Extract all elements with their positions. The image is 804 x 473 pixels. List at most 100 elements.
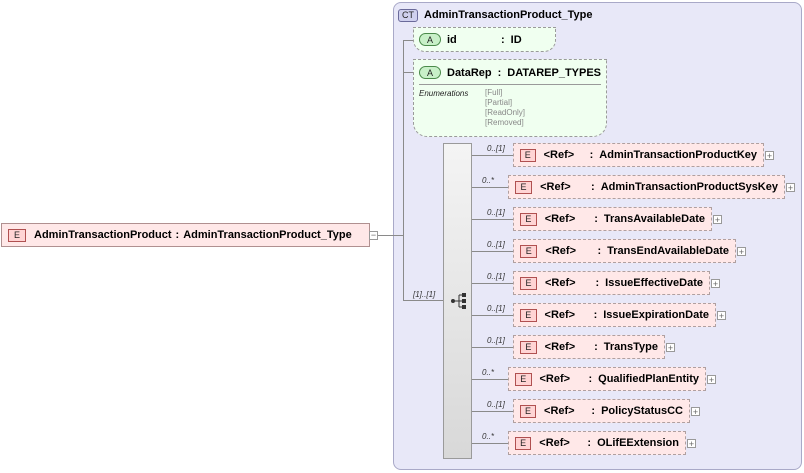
expand-icon[interactable]: +	[717, 311, 726, 321]
element-name: OLifEExtension	[597, 437, 679, 449]
element-cardinality: 0..[1]	[487, 208, 505, 217]
attribute-type: DATAREP_TYPES	[507, 66, 602, 79]
connector-line	[403, 40, 404, 300]
child-element[interactable]: E<Ref>:TransEndAvailableDate	[513, 239, 736, 263]
expand-icon[interactable]: +	[713, 215, 722, 225]
sequence-compositor[interactable]	[443, 143, 472, 459]
element-cardinality: 0..[1]	[487, 144, 505, 153]
child-element[interactable]: E<Ref>:AdminTransactionProductSysKey	[508, 175, 785, 199]
element-badge: E	[515, 372, 532, 386]
element-badge: E	[520, 404, 537, 418]
element-name: AdminTransactionProductSysKey	[600, 181, 778, 193]
enumerations-label: Enumerations	[419, 89, 469, 98]
element-cardinality: 0..[1]	[487, 240, 505, 249]
element-sep: :	[589, 149, 594, 161]
connector-line	[472, 251, 513, 252]
expand-icon[interactable]: +	[687, 439, 696, 449]
element-name: AdminTransactionProductKey	[599, 149, 757, 161]
connector-line	[378, 235, 403, 236]
element-badge: E	[520, 308, 537, 322]
element-cardinality: 0..[1]	[487, 304, 505, 313]
child-element[interactable]: E<Ref>:TransType	[513, 335, 665, 359]
element-ref: <Ref>	[540, 181, 571, 193]
child-element[interactable]: E <Ref>: QualifiedPlanEntity	[508, 367, 706, 391]
connector-line	[472, 219, 513, 220]
enum-value: [ReadOnly]	[485, 108, 526, 117]
element-badge: E	[520, 276, 537, 290]
connector-line	[472, 155, 513, 156]
child-element[interactable]: E <Ref>: IssueExpirationDate	[513, 303, 716, 327]
element-ref: <Ref>	[539, 373, 571, 385]
element-name: QualifiedPlanEntity	[598, 373, 699, 385]
sequence-icon	[451, 293, 466, 309]
attribute-badge: A	[419, 66, 441, 79]
element-cardinality: 0..[1]	[487, 336, 505, 345]
element-sep: :	[591, 405, 596, 417]
element-cardinality: 0..*	[482, 368, 495, 377]
element-name: TransType	[603, 341, 658, 353]
attribute-name: id	[447, 33, 457, 46]
complex-type-badge: CT	[398, 8, 418, 22]
enumeration-list: [Full] [Partial] [ReadOnly] [Removed]	[485, 88, 525, 128]
connector-line	[403, 40, 416, 41]
expand-icon[interactable]: +	[786, 183, 795, 193]
sequence-cardinality: [1]..[1]	[413, 290, 436, 299]
child-element[interactable]: E <Ref>: TransAvailableDate	[513, 207, 712, 231]
element-badge: E	[515, 180, 533, 194]
child-element[interactable]: E <Ref>: PolicyStatusCC	[513, 399, 690, 423]
enum-value: [Full]	[485, 88, 503, 97]
element-name: IssueExpirationDate	[603, 309, 709, 321]
root-element-name: AdminTransactionProduct	[34, 229, 172, 241]
element-cardinality: 0..*	[482, 176, 495, 185]
complex-type-name: AdminTransactionProduct_Type	[424, 9, 593, 21]
root-element[interactable]: E AdminTransactionProduct : AdminTransac…	[1, 223, 370, 247]
element-ref: <Ref>	[539, 437, 570, 449]
attribute-badge: A	[419, 33, 441, 46]
element-ref: <Ref>	[544, 405, 575, 417]
connector-line	[472, 315, 513, 316]
expand-icon[interactable]: +	[707, 375, 716, 385]
expand-icon[interactable]: +	[691, 407, 700, 417]
child-element[interactable]: E <Ref>: OLifEExtension	[508, 431, 686, 455]
attribute-name: DataRep	[447, 66, 492, 79]
connector-line	[472, 411, 513, 412]
connector-line	[403, 300, 443, 301]
element-badge: E	[520, 212, 537, 226]
element-badge: E	[520, 148, 536, 162]
child-element[interactable]: E<Ref>:IssueEffectiveDate	[513, 271, 710, 295]
element-cardinality: 0..[1]	[487, 400, 505, 409]
attribute-datarep-box[interactable]: A DataRep : DATAREP_TYPES Enumerations […	[413, 59, 607, 137]
enum-value: [Removed]	[485, 118, 524, 127]
element-name: TransEndAvailableDate	[607, 245, 729, 257]
collapse-icon[interactable]: −	[369, 230, 378, 240]
complex-type-header: CT AdminTransactionProduct_Type	[398, 7, 593, 23]
root-element-type: AdminTransactionProduct_Type	[183, 229, 352, 241]
element-ref: <Ref>	[544, 277, 576, 289]
expand-icon[interactable]: +	[765, 151, 774, 161]
attribute-sep: :	[501, 33, 505, 46]
expand-icon[interactable]: +	[666, 343, 675, 353]
element-name: PolicyStatusCC	[601, 405, 683, 417]
element-sep: :	[594, 341, 598, 353]
attribute-id-box[interactable]: A id : ID	[413, 27, 556, 52]
element-sep: :	[587, 437, 592, 449]
element-badge: E	[520, 244, 538, 258]
element-name: TransAvailableDate	[603, 213, 705, 225]
element-cardinality: 0..*	[482, 432, 495, 441]
element-badge: E	[515, 436, 532, 450]
element-sep: :	[588, 373, 593, 385]
element-ref: <Ref>	[544, 309, 576, 321]
element-sep: :	[594, 213, 598, 225]
element-badge: E	[8, 228, 26, 242]
connector-line	[472, 187, 508, 188]
element-sep: :	[593, 309, 598, 321]
element-badge: E	[520, 340, 537, 354]
element-ref: <Ref>	[544, 213, 576, 225]
element-ref: <Ref>	[545, 245, 576, 257]
expand-icon[interactable]: +	[737, 247, 746, 257]
expand-icon[interactable]: +	[711, 279, 720, 289]
root-element-sep: :	[175, 229, 180, 241]
attribute-type: ID	[510, 33, 522, 46]
child-element[interactable]: E<Ref>:AdminTransactionProductKey	[513, 143, 764, 167]
element-sep: :	[595, 277, 600, 289]
